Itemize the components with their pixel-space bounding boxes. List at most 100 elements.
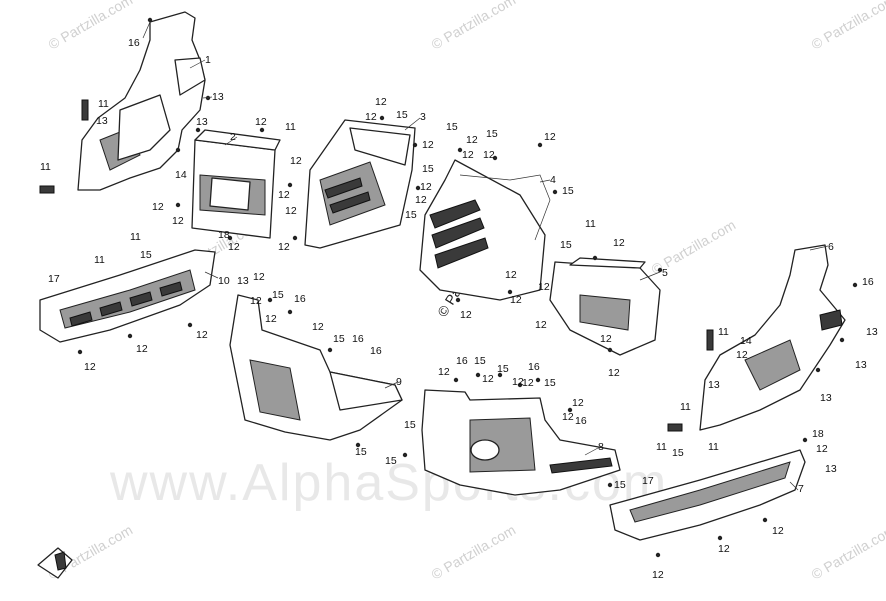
callout-15: 15 [355, 446, 367, 458]
callout-12: 12 [816, 443, 828, 455]
callout-15: 15 [422, 163, 434, 175]
callout-15: 15 [446, 121, 458, 133]
callout-labels: 16 1 13 13 11 13 11 14 12 12 2 12 11 12 … [40, 37, 878, 581]
callout-12: 12 [462, 149, 474, 161]
callout-12: 12 [228, 241, 240, 253]
callout-12: 12 [152, 201, 164, 213]
callout-11: 11 [130, 231, 141, 243]
callout-14: 14 [740, 335, 752, 347]
callout-16: 16 [528, 361, 540, 373]
callout-13: 13 [237, 275, 249, 287]
callout-13: 13 [212, 91, 224, 103]
callout-16: 16 [294, 293, 306, 305]
callout-12: 12 [466, 134, 478, 146]
callout-12: 12 [365, 111, 377, 123]
callout-12: 12 [505, 269, 517, 281]
callout-15: 15 [404, 419, 416, 431]
callout-15: 15 [544, 377, 556, 389]
callout-12: 12 [483, 149, 495, 161]
part-2-bracket [191, 129, 281, 239]
callout-12: 12 [538, 281, 550, 293]
part-6-side-panel [667, 244, 846, 432]
callout-11: 11 [40, 161, 51, 173]
callout-12: 12 [613, 237, 625, 249]
callout-16: 16 [352, 333, 364, 345]
callout-9: 9 [396, 376, 402, 388]
callout-12: 12 [290, 155, 302, 167]
callout-12: 12 [172, 215, 184, 227]
callout-5: 5 [662, 267, 668, 279]
part-left-upper-panel [39, 11, 206, 194]
callout-15: 15 [333, 333, 345, 345]
callout-12: 12 [510, 294, 522, 306]
callout-13: 13 [708, 379, 720, 391]
watermark-partzilla: © Partzilla.com [809, 0, 886, 53]
callout-12: 12 [512, 376, 524, 388]
callout-16: 16 [575, 415, 587, 427]
callout-13: 13 [866, 326, 878, 338]
callout-15: 15 [474, 355, 486, 367]
callout-12: 12 [250, 295, 262, 307]
callout-3: 3 [420, 111, 426, 123]
part-5-bracket [549, 257, 661, 356]
callout-12: 12 [572, 397, 584, 409]
callout-12: 12 [136, 343, 148, 355]
callout-11: 11 [98, 98, 109, 110]
callout-12: 12 [522, 377, 534, 389]
part-10-left-footrest [39, 249, 216, 343]
callout-6: 6 [828, 241, 834, 253]
callout-15: 15 [385, 455, 397, 467]
callout-11: 11 [94, 254, 105, 266]
callout-1: 1 [205, 54, 211, 66]
callout-15: 15 [486, 128, 498, 140]
callout-16: 16 [128, 37, 140, 49]
callout-13: 13 [855, 359, 867, 371]
callout-12: 12 [278, 189, 290, 201]
callout-11: 11 [285, 121, 296, 133]
callout-12: 12 [482, 373, 494, 385]
callout-17: 17 [642, 475, 654, 487]
watermark-partzilla: © Partzilla.com [429, 0, 519, 53]
callout-13: 13 [96, 115, 108, 127]
callout-13: 13 [825, 463, 837, 475]
callout-12: 12 [736, 349, 748, 361]
callout-12: 12 [460, 309, 472, 321]
part-4-panel [419, 159, 551, 301]
callout-11: 11 [718, 326, 729, 338]
callout-12: 12 [253, 271, 265, 283]
callout-11: 11 [708, 441, 719, 453]
callout-14: 14 [175, 169, 187, 181]
callout-12: 12 [652, 569, 664, 581]
callout-17: 17 [48, 273, 60, 285]
callout-7: 7 [798, 483, 804, 495]
callout-15: 15 [672, 447, 684, 459]
callout-18: 18 [218, 229, 230, 241]
callout-12: 12 [544, 131, 556, 143]
callout-11: 11 [680, 401, 691, 413]
callout-13: 13 [820, 392, 832, 404]
callout-12: 12 [415, 194, 427, 206]
callout-13: 13 [196, 116, 208, 128]
callout-12: 12 [718, 543, 730, 555]
callout-12: 12 [608, 367, 620, 379]
callout-12: 12 [375, 96, 387, 108]
callout-12: 12 [255, 116, 267, 128]
leader-lines [142, 21, 829, 491]
watermark-partzilla: © Partzilla.com [46, 0, 136, 53]
front-direction-arrow-icon [37, 547, 73, 579]
callout-12: 12 [285, 205, 297, 217]
callout-4: 4 [550, 174, 556, 186]
callout-8: 8 [598, 441, 604, 453]
part-7-right-footrest [609, 449, 806, 541]
callout-2: 2 [230, 131, 236, 143]
callout-18: 18 [812, 428, 824, 440]
watermark-partzilla: © Partzilla.com [809, 522, 886, 583]
part-9-left-floor [229, 294, 403, 441]
callout-16: 16 [456, 355, 468, 367]
callout-10: 10 [218, 275, 230, 287]
callout-15: 15 [272, 289, 284, 301]
fastener-dots [77, 17, 858, 558]
callout-12: 12 [562, 411, 574, 423]
callout-16: 16 [862, 276, 874, 288]
